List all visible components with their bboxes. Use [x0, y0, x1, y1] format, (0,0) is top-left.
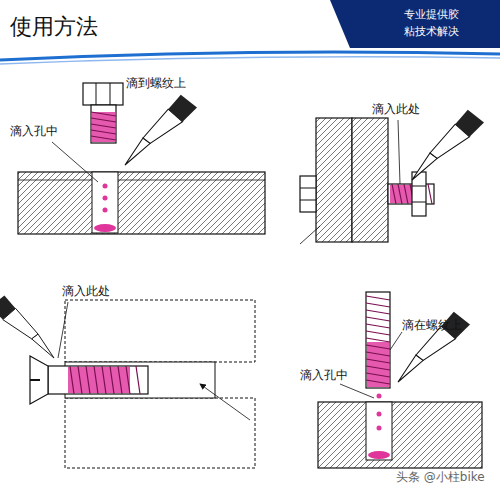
leader-line: [340, 384, 374, 398]
page-title: 使用方法: [10, 14, 98, 40]
leader-line: [300, 226, 320, 244]
glue-pool: [94, 224, 116, 232]
leader-line: [52, 142, 98, 182]
glue-bottle: [125, 95, 197, 165]
leader-line: [58, 302, 68, 358]
header-swoosh: [0, 52, 500, 60]
thread-lines: [91, 112, 116, 140]
leader-line: [398, 120, 400, 184]
glue-bottle: [398, 312, 470, 382]
thread-lines: [70, 366, 140, 394]
tapped-hole: [366, 402, 392, 460]
pointer-arrow: [200, 384, 250, 420]
glue-pool: [368, 451, 390, 459]
part-outline: [65, 398, 255, 468]
bolt-head-edge: [300, 188, 316, 189]
hatched-plate: [352, 118, 388, 242]
header-note: 粘技术解决: [404, 25, 459, 38]
glue-drop: [103, 196, 108, 201]
panel-bolt-into-hole: [18, 83, 265, 234]
screw-head: [30, 356, 48, 404]
instruction-label: 滴在螺纹上: [402, 318, 462, 332]
screw-shank: [48, 366, 148, 394]
header-swoosh: [0, 57, 500, 64]
header: [0, 0, 500, 64]
leader-line: [390, 332, 402, 350]
glue-drop: [377, 394, 382, 399]
header-band: [330, 0, 500, 48]
stud: [366, 292, 390, 388]
nut-edge: [412, 186, 426, 187]
hatched-plate: [318, 402, 482, 468]
glue-drop: [103, 184, 108, 189]
thread-lines: [366, 296, 390, 384]
hatched-plate: [316, 118, 352, 242]
instruction-label: 滴入孔中: [300, 368, 348, 382]
bolt-head-edge: [110, 83, 111, 105]
bolt-head: [83, 83, 123, 105]
hatched-plate: [18, 172, 265, 234]
glue-bottle: [0, 296, 54, 358]
bolt-head-edge: [300, 200, 316, 201]
instruction-label: 滴到螺纹上: [126, 76, 186, 90]
tapped-hole: [92, 172, 118, 233]
nut-edge: [412, 202, 426, 203]
glue-drop: [103, 208, 108, 213]
panel-horizontal-screw: [0, 296, 255, 468]
glue-bottle: [412, 110, 484, 180]
panel-through-bolt: [300, 110, 484, 244]
bolt-head-edge: [96, 83, 97, 105]
instruction-label: 滴入孔中: [10, 124, 58, 138]
instruction-label: 滴入此处: [372, 102, 420, 116]
header-note: 专业提供胶: [404, 8, 459, 21]
bolt-shank: [91, 105, 116, 143]
watermark: 头条 @小柱bike: [396, 470, 485, 484]
instruction-label: 滴入此处: [62, 284, 110, 298]
glue-coating: [92, 112, 115, 142]
part-outline: [65, 300, 255, 362]
bolt-head: [300, 176, 316, 212]
glue-drop: [377, 412, 382, 417]
glue-drop: [377, 426, 382, 431]
bolt-shank: [388, 184, 434, 204]
screw-slot: [30, 379, 40, 381]
plate-edge: [18, 180, 265, 181]
